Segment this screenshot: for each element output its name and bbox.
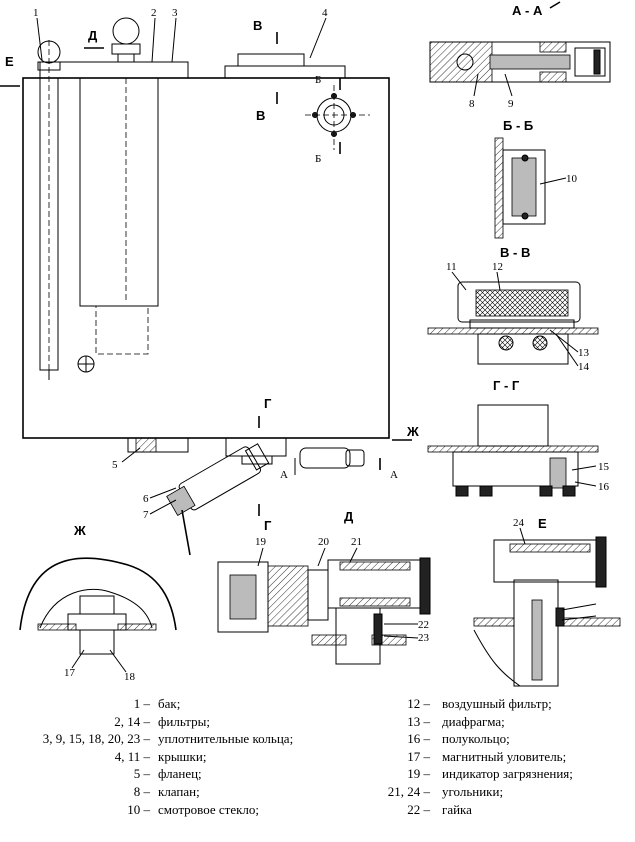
- section-vv: [427, 271, 599, 367]
- callout-20: 20: [318, 536, 330, 548]
- callout-23: 23: [418, 632, 430, 644]
- section-aa: [429, 1, 611, 97]
- marker-v-top: В: [253, 18, 262, 33]
- marker-b-top: Б: [315, 74, 321, 86]
- legend-row: 2, 14 – фильтры;: [0, 713, 330, 731]
- legend-left: 1 – бак; 2, 14 – фильтры; 3, 9, 15, 18, 20…: [0, 695, 330, 818]
- legend-num: 8 –: [133, 783, 150, 799]
- legend-num: 17 –: [407, 748, 430, 764]
- legend-num: 2, 14 –: [114, 713, 150, 729]
- legend-text: фланец;: [158, 766, 202, 782]
- legend-row: 12 – воздушный фильтр;: [320, 695, 635, 713]
- legend-text: крышки;: [158, 748, 207, 764]
- legend-num: 5 –: [133, 766, 150, 782]
- legend-num: 3, 9, 15, 18, 20, 23 –: [42, 731, 150, 747]
- callout-10: 10: [566, 173, 578, 185]
- callout-9: 9: [508, 98, 514, 110]
- callout-4: 4: [322, 7, 328, 19]
- callout-3: 3: [172, 7, 178, 19]
- marker-zh: Ж: [406, 424, 419, 439]
- legend-text: фильтры;: [158, 713, 210, 729]
- main-tank-view: [0, 17, 412, 556]
- view-title-aa: А - А: [512, 3, 543, 18]
- legend-row: 1 – бак;: [0, 695, 330, 713]
- legend-row: 17 – магнитный уловитель;: [320, 748, 635, 766]
- legend-row: 22 – гайка: [320, 801, 635, 819]
- tank-body: [22, 77, 390, 439]
- legend-row: 4, 11 – крышки;: [0, 748, 330, 766]
- legend-row: 21, 24 – угольники;: [320, 783, 635, 801]
- callout-14: 14: [578, 361, 590, 373]
- marker-d: Д: [88, 28, 98, 43]
- callout-21: 21: [351, 536, 362, 548]
- legend-text: гайка: [442, 801, 472, 817]
- marker-a-right: А: [390, 469, 398, 481]
- callout-7: 7: [143, 509, 149, 521]
- legend-num: 4, 11 –: [114, 748, 150, 764]
- callout-11: 11: [446, 261, 457, 273]
- section-gg: [427, 404, 599, 497]
- callout-12: 12: [492, 261, 503, 273]
- legend-text: клапан;: [158, 783, 200, 799]
- view-title-vv: В - В: [500, 245, 530, 260]
- marker-e: Е: [5, 54, 14, 69]
- callout-8: 8: [469, 98, 475, 110]
- legend-num: 12 –: [407, 696, 430, 711]
- legend-row: 10 – смотровое стекло;: [0, 801, 330, 819]
- legend-row: 13 – диафрагма;: [320, 713, 635, 731]
- callout-6: 6: [143, 493, 149, 505]
- marker-b-bottom: Б: [315, 153, 321, 165]
- legend-num: 19 –: [407, 766, 430, 782]
- legend-num: 22 –: [407, 801, 430, 817]
- legend-text: полукольцо;: [442, 731, 510, 747]
- callout-2: 2: [151, 7, 157, 19]
- callout-16: 16: [598, 481, 610, 493]
- view-title-d: Д: [344, 509, 354, 524]
- legend-row: 16 – полукольцо;: [320, 730, 635, 748]
- legend-text: диафрагма;: [442, 713, 505, 729]
- view-d: [217, 547, 431, 665]
- callout-5: 5: [112, 459, 118, 471]
- legend-text: угольники;: [442, 783, 504, 799]
- legend-text: бак;: [158, 696, 181, 711]
- callout-19: 19: [255, 536, 267, 548]
- legend-num: 21, 24 –: [387, 783, 430, 799]
- legend-text: магнитный уловитель;: [442, 748, 567, 764]
- callout-24: 24: [513, 517, 525, 529]
- legend-text: уплотнительные кольца;: [158, 731, 294, 747]
- marker-g-top: Г: [264, 396, 272, 411]
- marker-g-bottom: Г: [264, 518, 272, 533]
- view-title-bb: Б - Б: [503, 118, 533, 133]
- callout-13: 13: [578, 347, 590, 359]
- view-e: [473, 527, 621, 687]
- legend-text: смотровое стекло;: [158, 801, 260, 817]
- legend-row: 5 – фланец;: [0, 765, 330, 783]
- marker-a-left: А: [280, 469, 288, 481]
- legend-num: 13 –: [407, 713, 430, 729]
- callout-15: 15: [598, 461, 610, 473]
- section-bb: [494, 137, 567, 239]
- callout-17: 17: [64, 667, 76, 679]
- legend-right: 12 – воздушный фильтр; 13 – диафрагма; 16 …: [320, 695, 635, 818]
- legend-num: 1 –: [133, 696, 150, 711]
- legend-row: 3, 9, 15, 18, 20, 23 – уплотнительные кол…: [0, 730, 330, 748]
- legend-text: индикатор загрязнения;: [442, 766, 573, 782]
- view-title-e: Е: [538, 516, 547, 531]
- legend-num: 10 –: [127, 801, 150, 817]
- legend-row: 8 – клапан;: [0, 783, 330, 801]
- legend-row: 19 – индикатор загрязнения;: [320, 765, 635, 783]
- callout-1: 1: [33, 7, 39, 19]
- legend-text: воздушный фильтр;: [442, 696, 552, 711]
- view-title-zh: Ж: [73, 523, 86, 538]
- callout-18: 18: [124, 671, 136, 683]
- view-title-gg: Г - Г: [493, 378, 520, 393]
- callout-22: 22: [418, 619, 429, 631]
- marker-v-bottom: В: [256, 108, 265, 123]
- legend-num: 16 –: [407, 731, 430, 747]
- view-zh: [19, 557, 177, 673]
